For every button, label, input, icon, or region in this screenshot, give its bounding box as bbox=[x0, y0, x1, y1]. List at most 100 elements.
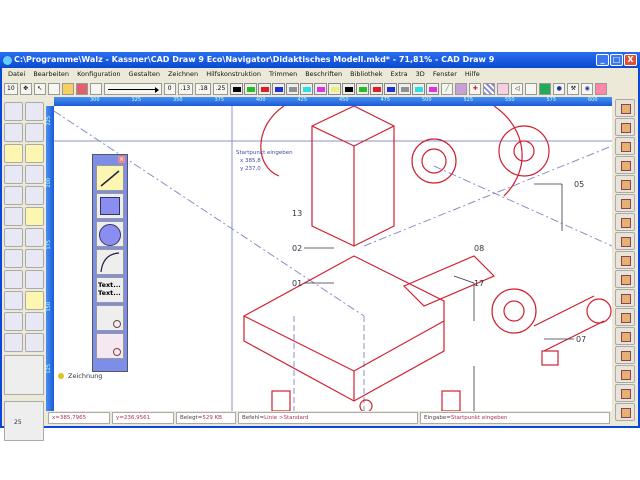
menu-item[interactable]: Extra bbox=[390, 70, 408, 78]
tool-button-icon[interactable] bbox=[4, 123, 23, 142]
menu-item[interactable]: Bibliothek bbox=[350, 70, 383, 78]
color-swatch[interactable] bbox=[314, 83, 328, 95]
tool-button-icon[interactable] bbox=[25, 270, 44, 289]
tool-button-icon[interactable] bbox=[4, 312, 23, 331]
print-icon[interactable] bbox=[89, 83, 102, 95]
color-swatch[interactable] bbox=[356, 83, 370, 95]
menu-item[interactable]: Beschriften bbox=[305, 70, 343, 78]
color-swatch[interactable] bbox=[398, 83, 412, 95]
tool-button-icon[interactable] bbox=[25, 249, 44, 268]
maximize-button[interactable]: □ bbox=[610, 54, 623, 66]
view-3d-button-icon[interactable] bbox=[615, 384, 635, 402]
view-3d-button-icon[interactable] bbox=[615, 99, 635, 117]
ruler-icon[interactable] bbox=[525, 83, 538, 95]
measure-icon[interactable]: ◁ bbox=[511, 83, 524, 95]
color-swatch[interactable] bbox=[328, 83, 342, 95]
close-button[interactable]: X bbox=[624, 54, 637, 66]
view-3d-button-icon[interactable] bbox=[615, 118, 635, 136]
view-3d-button-icon[interactable] bbox=[615, 308, 635, 326]
layer-icon[interactable] bbox=[455, 83, 468, 95]
menu-item[interactable]: Konfiguration bbox=[77, 70, 121, 78]
text-tool[interactable]: Text... Text... bbox=[96, 277, 124, 303]
view-3d-button-icon[interactable] bbox=[615, 194, 635, 212]
tool-button-icon[interactable] bbox=[4, 102, 23, 121]
pan-icon[interactable]: ✥ bbox=[19, 83, 32, 95]
menu-item[interactable]: Hilfe bbox=[464, 70, 480, 78]
color-swatch[interactable] bbox=[230, 83, 244, 95]
color-swatch[interactable] bbox=[244, 83, 258, 95]
color-swatch[interactable] bbox=[384, 83, 398, 95]
menu-item[interactable]: Zeichnen bbox=[167, 70, 199, 78]
tool-button-icon[interactable] bbox=[4, 165, 23, 184]
tool-button-icon[interactable] bbox=[25, 291, 44, 310]
tool-button-icon[interactable] bbox=[4, 333, 23, 352]
tool-button-icon[interactable] bbox=[25, 333, 44, 352]
save-icon[interactable] bbox=[75, 83, 88, 95]
new-icon[interactable] bbox=[47, 83, 60, 95]
minimize-button[interactable]: _ bbox=[596, 54, 609, 66]
tool-button-icon[interactable] bbox=[4, 186, 23, 205]
page-icon[interactable] bbox=[497, 83, 510, 95]
drawing-palette[interactable]: × Text... Text... bbox=[92, 154, 128, 372]
pen-icon[interactable]: ╱ bbox=[441, 83, 454, 95]
hatch-icon[interactable] bbox=[483, 83, 496, 95]
tool-button-icon[interactable] bbox=[25, 144, 44, 163]
color-swatch[interactable] bbox=[342, 83, 356, 95]
color-swatch[interactable] bbox=[426, 83, 440, 95]
color-swatch[interactable] bbox=[412, 83, 426, 95]
arc-tool[interactable] bbox=[96, 249, 124, 275]
view-3d-button-icon[interactable] bbox=[615, 365, 635, 383]
eraser-icon[interactable] bbox=[595, 83, 608, 95]
tool-button-icon[interactable] bbox=[4, 291, 23, 310]
library-icon[interactable]: ● bbox=[553, 83, 566, 95]
view-3d-button-icon[interactable] bbox=[615, 346, 635, 364]
help-icon[interactable]: ◉ bbox=[581, 83, 594, 95]
zoom-page-tool[interactable] bbox=[96, 333, 124, 359]
view-3d-button-icon[interactable] bbox=[615, 327, 635, 345]
view-3d-button-icon[interactable] bbox=[615, 251, 635, 269]
tool-button-icon[interactable] bbox=[25, 186, 44, 205]
menu-item[interactable]: Gestalten bbox=[128, 70, 160, 78]
view-3d-button-icon[interactable] bbox=[615, 289, 635, 307]
tool-button-icon[interactable] bbox=[4, 207, 23, 226]
color-swatch[interactable] bbox=[272, 83, 286, 95]
line-mode-button[interactable] bbox=[4, 355, 44, 395]
view-3d-button-icon[interactable] bbox=[615, 232, 635, 250]
tool-button-icon[interactable] bbox=[25, 312, 44, 331]
menu-item[interactable]: Bearbeiten bbox=[33, 70, 70, 78]
view-3d-button-icon[interactable] bbox=[615, 270, 635, 288]
layer-mode-button[interactable] bbox=[4, 401, 44, 441]
menu-item[interactable]: Fenster bbox=[432, 70, 457, 78]
menu-item[interactable]: Hilfskonstruktion bbox=[206, 70, 261, 78]
menu-item[interactable]: Trimmen bbox=[268, 70, 298, 78]
line-width-button[interactable]: 0 bbox=[163, 83, 176, 95]
color-swatch[interactable] bbox=[286, 83, 300, 95]
line-width-button[interactable]: .13 bbox=[177, 83, 194, 95]
tool-button-icon[interactable] bbox=[25, 165, 44, 184]
select-icon[interactable]: ↖ bbox=[33, 83, 46, 95]
tool-button-icon[interactable] bbox=[25, 123, 44, 142]
line-width-button[interactable]: .18 bbox=[195, 83, 211, 95]
line-style-select[interactable] bbox=[103, 83, 162, 95]
view-3d-button-icon[interactable] bbox=[615, 175, 635, 193]
color-swatch[interactable] bbox=[258, 83, 272, 95]
view-3d-button-icon[interactable] bbox=[615, 156, 635, 174]
color-swatch[interactable] bbox=[300, 83, 314, 95]
tool-button-icon[interactable] bbox=[4, 270, 23, 289]
line-width-button[interactable]: .25 bbox=[212, 83, 229, 95]
tool-button-icon[interactable] bbox=[25, 207, 44, 226]
tool-button-icon[interactable] bbox=[25, 102, 44, 121]
zoom-value[interactable]: 10 bbox=[4, 83, 18, 95]
color-swatch[interactable] bbox=[370, 83, 384, 95]
tool-button-icon[interactable] bbox=[4, 249, 23, 268]
circle-tool[interactable] bbox=[96, 221, 124, 247]
tool-button-icon[interactable] bbox=[4, 144, 23, 163]
tool-button-icon[interactable] bbox=[25, 228, 44, 247]
view-3d-button-icon[interactable] bbox=[615, 137, 635, 155]
menu-item[interactable]: 3D bbox=[415, 70, 425, 78]
menu-item[interactable]: Datei bbox=[8, 70, 26, 78]
zoom-window-tool[interactable] bbox=[96, 305, 124, 331]
palette-close-icon[interactable]: × bbox=[118, 156, 125, 163]
